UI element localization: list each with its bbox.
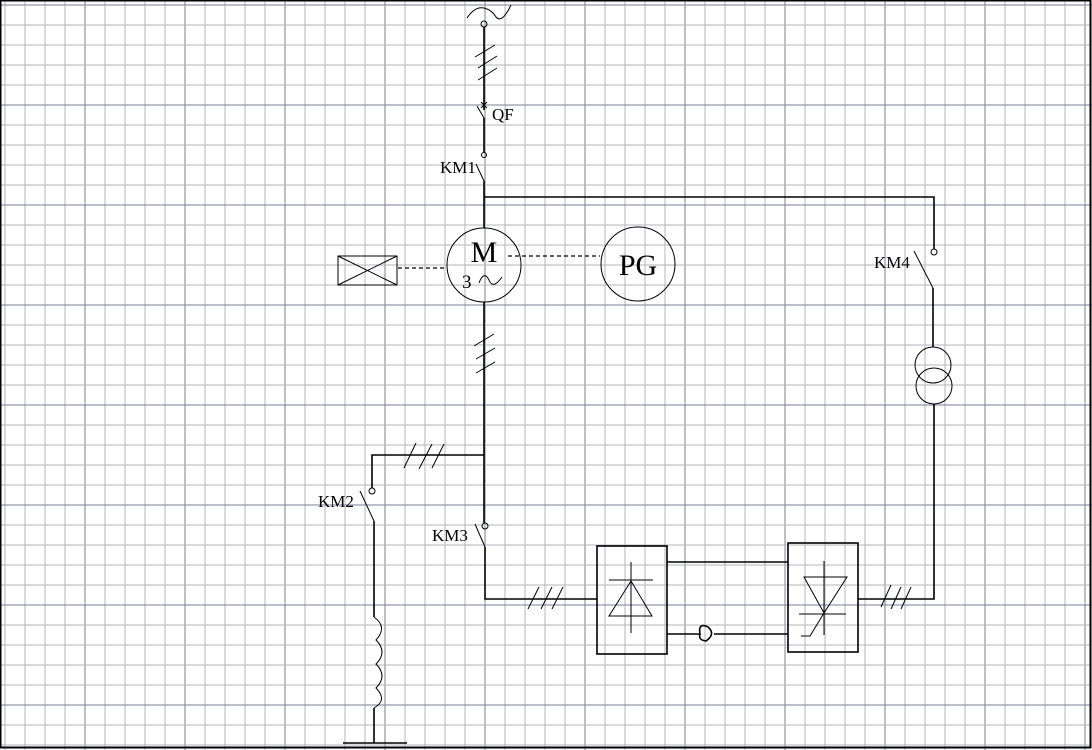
- bypass-line: [484, 196, 935, 249]
- km3-label: KM3: [432, 526, 468, 545]
- inverter-thyristor-icon: [787, 542, 859, 653]
- transformer-output-line: [858, 404, 935, 600]
- motor-letter: M: [471, 236, 498, 269]
- pulse-generator-icon: [600, 226, 676, 302]
- km4-label: KM4: [874, 253, 910, 272]
- breaker-label: QF: [492, 105, 514, 124]
- terminal-icon: [480, 20, 488, 28]
- ac-tilde-icon: [478, 275, 503, 285]
- pg-label: PG: [619, 249, 657, 282]
- dc-link-negative: [667, 624, 788, 642]
- three-phase-hash-icon: [473, 333, 496, 374]
- three-phase-hash-icon: [474, 44, 498, 81]
- km1-label: KM1: [440, 158, 476, 177]
- contactor-km2: [359, 490, 375, 522]
- three-phase-hash-icon: [880, 584, 912, 610]
- inductor-icon: [373, 616, 383, 709]
- contactor-km1: [475, 163, 485, 228]
- km2-label: KM2: [318, 492, 354, 511]
- rectifier-icon: [596, 545, 668, 655]
- brake-box-icon: [337, 255, 398, 286]
- terminal-icon: [481, 522, 489, 530]
- breaker-qf: [476, 101, 488, 158]
- three-phase-hash-icon: [527, 586, 564, 610]
- three-phase-hash-icon: [403, 442, 445, 470]
- terminal-icon: [930, 248, 938, 256]
- contactor-km4: [913, 250, 934, 289]
- contactor-km3: [474, 523, 486, 548]
- terminal-icon: [368, 487, 376, 495]
- motor-phase-count: 3: [462, 272, 472, 293]
- ac-supply-icon: [466, 4, 512, 20]
- km2-branch-line: [371, 454, 484, 488]
- transformer-icon: [914, 346, 953, 405]
- converter-input-line: [484, 547, 597, 600]
